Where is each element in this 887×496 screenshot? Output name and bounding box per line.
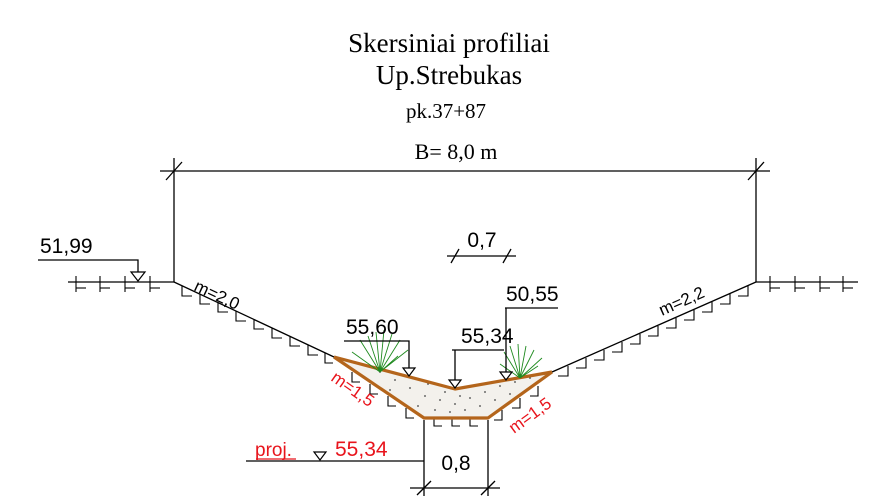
elevation-left-water-label: 55,60 [346, 316, 399, 339]
ground-hatch-left [75, 276, 160, 292]
bottom-width-design-dimension: 0,8 [410, 420, 500, 496]
river-name: Up.Strebukas [376, 60, 522, 90]
vegetation-right [499, 343, 543, 379]
drawing-title: Skersiniai profiliai [348, 28, 550, 58]
elevation-left-bank: 51,99 [38, 235, 147, 282]
top-width-dimension [160, 158, 770, 282]
elevation-left-bank-label: 51,99 [40, 235, 93, 258]
slope-hatch-left [181, 286, 333, 364]
slope-left-upper-label: m=2,0 [191, 276, 242, 313]
vegetation-left [351, 329, 409, 373]
elevation-right-water: 50,55 [498, 283, 559, 381]
bottom-width-design-label: 0,8 [441, 452, 470, 475]
elevation-right-water-label: 50,55 [506, 283, 559, 306]
bottom-width-top-label: 0,7 [467, 229, 496, 252]
elevation-center: 55,34 [447, 325, 514, 389]
elevation-center-label: 55,34 [461, 325, 514, 348]
ground-hatch-right [769, 276, 853, 292]
design-elevation: proj. 55,34 [246, 438, 424, 462]
top-width-label: B= 8,0 m [415, 139, 498, 164]
design-elevation-label: 55,34 [335, 438, 388, 461]
picket-label: pk.37+87 [406, 99, 486, 123]
design-prefix-label: proj. [255, 440, 292, 461]
bottom-width-top-dimension: 0,7 [447, 229, 516, 264]
slope-hatch-right [558, 286, 749, 377]
design-hatch [351, 372, 539, 427]
elevation-left-water: 55,60 [344, 316, 417, 377]
